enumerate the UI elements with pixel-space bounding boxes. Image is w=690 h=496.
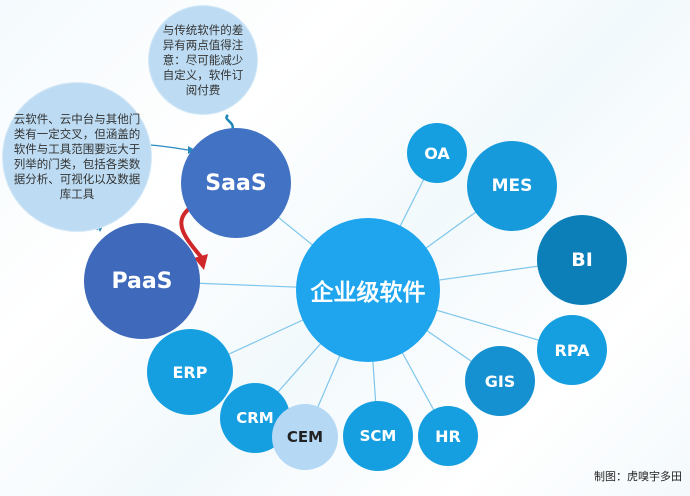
node-label: RPA xyxy=(554,340,590,360)
note-bubble-left: 云软件、云中台与其他门类有一定交叉，但涵盖的软件与工具范围要远大于列举的门类，包… xyxy=(2,82,152,232)
note-bubble-top: 与传统软件的差异有两点值得注意：尽可能减少自定义，软件订阅付费 xyxy=(148,5,258,115)
node-label: PaaS xyxy=(111,268,173,294)
node-label: 企业级软件 xyxy=(310,280,426,306)
node-label: CEM xyxy=(286,428,324,446)
node-label: GIS xyxy=(484,371,516,391)
node-label: SCM xyxy=(359,427,397,445)
credit-caption: 制图：虎嗅宇多田 xyxy=(594,470,682,483)
node-label: CRM xyxy=(236,409,274,427)
node-gis: GIS xyxy=(465,346,535,416)
node-mes: MES xyxy=(467,141,557,231)
node-oa: OA xyxy=(407,123,467,183)
node-label: HR xyxy=(435,426,461,446)
note-text: 与传统软件的差异有两点值得注意：尽可能减少自定义，软件订阅付费 xyxy=(162,22,244,97)
node-bi: BI xyxy=(537,215,627,305)
node-label: SaaS xyxy=(205,170,267,196)
node-label: ERP xyxy=(172,362,208,382)
node-saas: SaaS xyxy=(181,128,291,238)
node-paas: PaaS xyxy=(84,223,200,339)
node-label: BI xyxy=(571,249,593,271)
node-hr: HR xyxy=(418,406,478,466)
node-label: OA xyxy=(424,143,450,163)
note-text: 云软件、云中台与其他门类有一定交叉，但涵盖的软件与工具范围要远大于列举的门类，包… xyxy=(13,112,141,201)
node-scm: SCM xyxy=(343,401,413,471)
node-cem: CEM xyxy=(272,404,338,470)
node-label: MES xyxy=(491,176,533,196)
node-rpa: RPA xyxy=(537,315,607,385)
node-erp: ERP xyxy=(147,329,233,415)
node-center: 企业级软件 xyxy=(296,218,440,362)
